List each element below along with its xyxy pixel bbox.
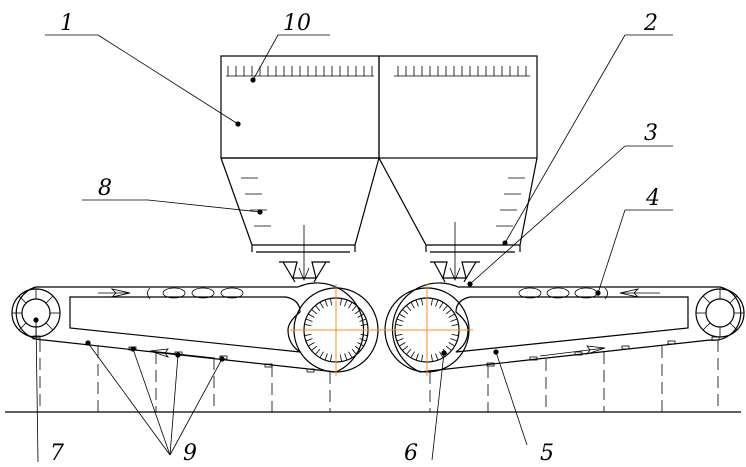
- label-5: 5: [540, 441, 554, 466]
- label-6: 6: [404, 441, 418, 466]
- label-2: 2: [643, 11, 658, 36]
- right-crushing-roller: [381, 284, 473, 376]
- label-10: 10: [283, 11, 311, 36]
- right-end-pulley: [695, 288, 745, 338]
- right-hopper: [378, 55, 538, 253]
- label-3: 3: [644, 121, 658, 146]
- left-belt-items: [32, 287, 315, 373]
- label-9: 9: [183, 441, 197, 466]
- leader-lines: [33, 34, 673, 463]
- left-feed-funnel: [279, 225, 330, 283]
- right-hopper-wall-ribs: [496, 177, 525, 227]
- right-conveyor-belt: [391, 282, 742, 373]
- label-7: 7: [50, 441, 64, 466]
- label-4: 4: [645, 186, 660, 211]
- right-feed-funnel: [430, 222, 480, 283]
- left-hopper-wall-ribs: [241, 177, 271, 227]
- left-hopper-fill-comb: [226, 66, 374, 77]
- left-hopper: [220, 55, 380, 253]
- label-8: 8: [98, 176, 112, 201]
- left-crushing-roller: [290, 284, 382, 376]
- right-hopper-fill-comb: [394, 66, 530, 77]
- left-conveyor-belt: [15, 282, 365, 373]
- label-1: 1: [60, 11, 74, 36]
- right-belt-items: [486, 287, 720, 367]
